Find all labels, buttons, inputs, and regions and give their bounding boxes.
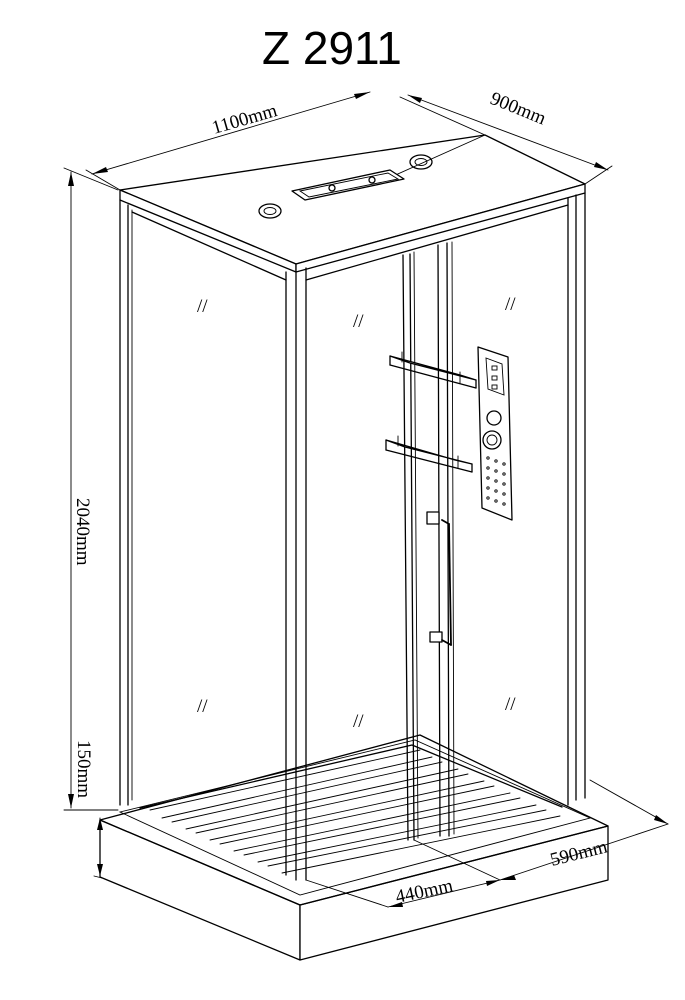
control-panel: [477, 346, 513, 521]
base-height-label: 150mm: [73, 740, 94, 798]
roof-light-panel: [291, 169, 405, 201]
glass-mark-3: //: [505, 294, 516, 315]
door-handle: [426, 511, 452, 646]
shower-tray: [99, 734, 609, 961]
glass-mark-1: //: [197, 296, 208, 317]
width-label: 1100mm: [210, 100, 280, 139]
roof-speaker-right: [409, 154, 433, 170]
glass-mark-6: //: [505, 694, 516, 715]
glass-reflection-marks: // // // // // //: [197, 294, 516, 732]
glass-mark-5: //: [353, 711, 364, 732]
height-label: 2040mm: [72, 498, 93, 566]
floor-slats: [149, 749, 561, 874]
corner-shelf-upper: [389, 351, 477, 389]
roof-speaker-left: [258, 203, 282, 219]
cabin-frame: [119, 192, 586, 881]
glass-mark-4: //: [197, 696, 208, 717]
roof: [119, 134, 586, 273]
corner-shelf-lower: [385, 435, 473, 473]
dimension-lines: [63, 91, 669, 908]
massage-jets: [486, 456, 506, 506]
glass-mark-2: //: [353, 311, 364, 332]
model-title: Z 2911: [262, 22, 402, 74]
depth-label: 900mm: [487, 88, 549, 129]
